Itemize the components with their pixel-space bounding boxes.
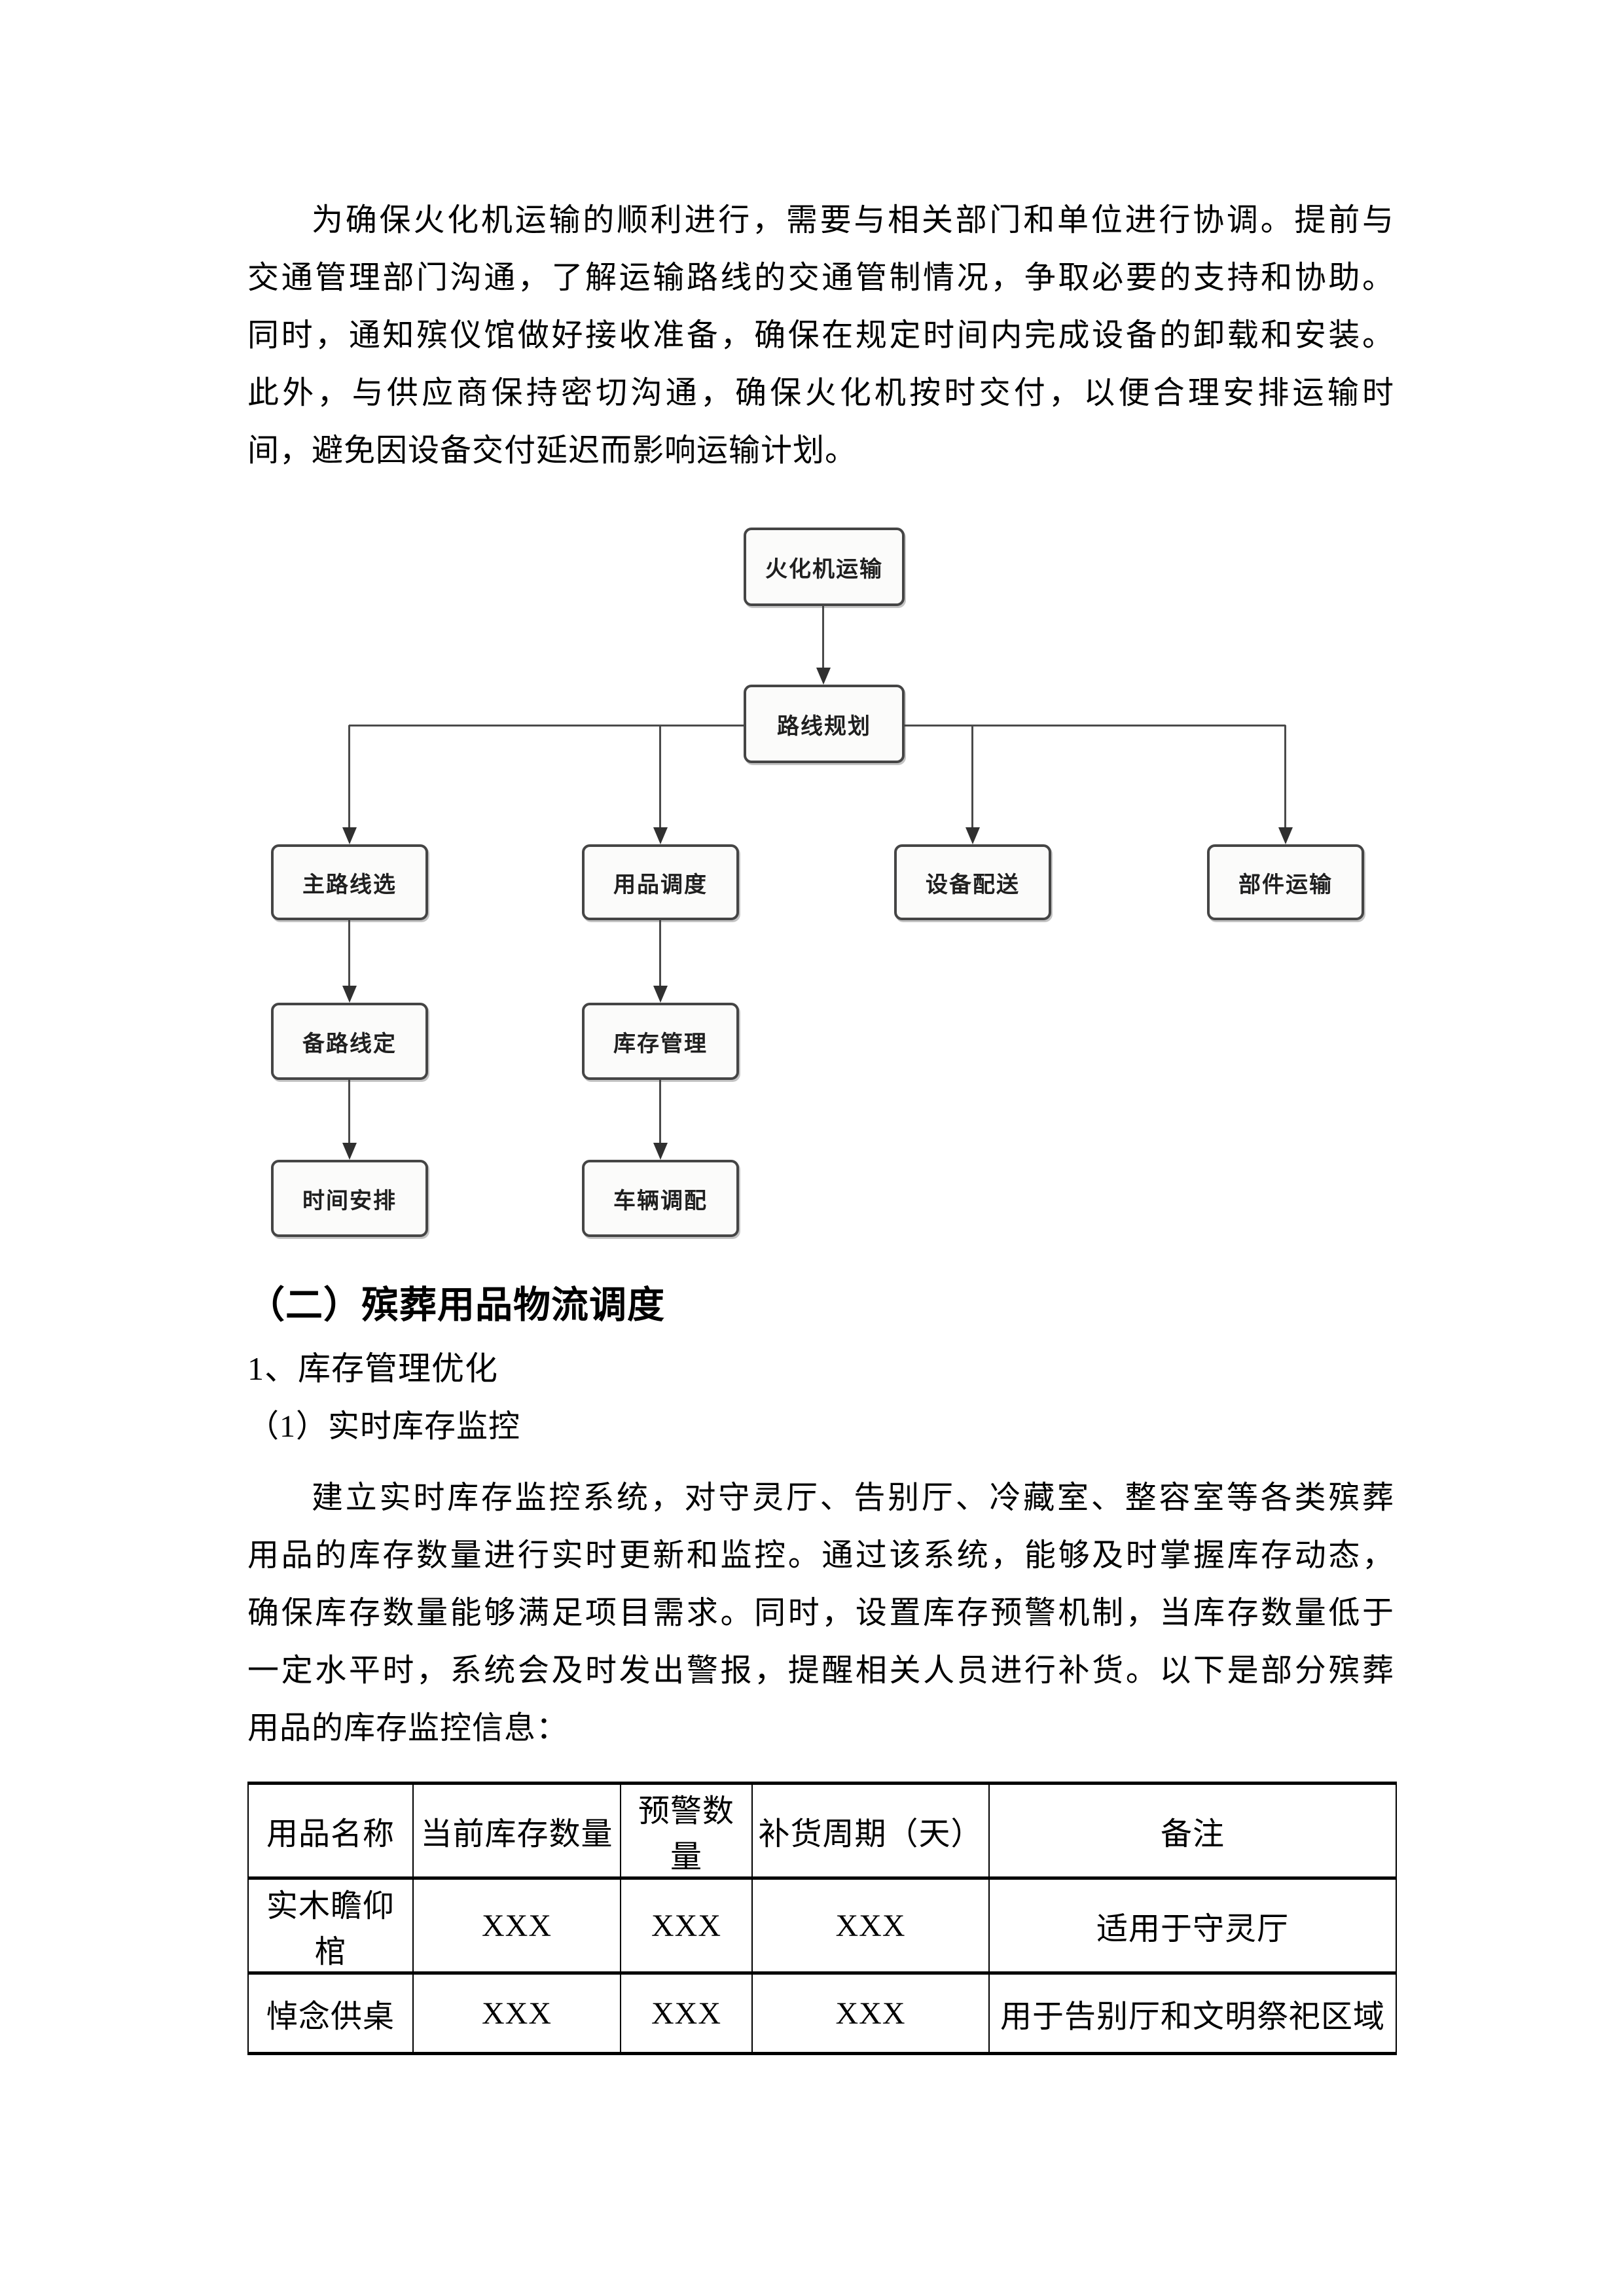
connector-line — [822, 606, 824, 669]
flowchart-node-vehicle-allocation: 车辆调配 — [582, 1160, 739, 1237]
cell-alert-quantity: XXX — [620, 1876, 753, 1975]
arrow-down-icon — [1278, 827, 1293, 844]
paragraph-line: 此外，与供应商保持密切沟通，确保火化机按时交付，以便合理安排运输时 — [247, 376, 1394, 410]
flowchart-node-route-planning: 路线规划 — [744, 685, 905, 763]
arrow-down-icon — [342, 986, 357, 1003]
flowchart-node-supplies-dispatch: 用品调度 — [582, 844, 739, 920]
paragraph-line: 确保库存数量能够满足项目需求。同时，设置库存预警机制，当库存数量低于 — [247, 1596, 1394, 1630]
paragraph-line: 建立实时库存监控系统，对守灵厅、告别厅、冷藏室、整容室等各类殡葬 — [312, 1480, 1394, 1515]
table-header-alert-quantity: 预警数量 — [620, 1782, 753, 1880]
flowchart-node-label: 车辆调配 — [613, 1188, 708, 1213]
arrow-down-icon — [653, 986, 668, 1003]
connector-line — [971, 725, 973, 827]
flowchart-node-label: 时间安排 — [302, 1188, 397, 1213]
connector-line — [659, 725, 661, 827]
flowchart-node-label: 路线规划 — [777, 713, 871, 739]
flowchart-node-label: 库存管理 — [613, 1031, 708, 1056]
cell-remarks: 适用于守灵厅 — [988, 1876, 1397, 1975]
flowchart-node-inventory-management: 库存管理 — [582, 1003, 739, 1080]
flowchart-node-label: 火化机运输 — [765, 556, 883, 582]
table-header-current-stock: 当前库存数量 — [412, 1782, 621, 1880]
paragraph-line: 为确保火化机运输的顺利进行，需要与相关部门和单位进行协调。提前与 — [312, 203, 1394, 238]
cell-current-stock: XXX — [412, 1971, 621, 2055]
connector-line — [659, 920, 661, 987]
table-row: 实木瞻仰棺 XXX XXX XXX 适用于守灵厅 — [247, 1876, 1397, 1975]
flowchart-node-time-arrangement: 时间安排 — [271, 1160, 428, 1237]
arrow-down-icon — [653, 827, 668, 844]
table-row: 悼念供桌 XXX XXX XXX 用于告别厅和文明祭祀区域 — [247, 1971, 1397, 2055]
flowchart-node-equipment-delivery: 设备配送 — [894, 844, 1051, 920]
table-header-remarks: 备注 — [988, 1782, 1397, 1880]
paragraph-transport-coordination: 为确保火化机运输的顺利进行，需要与相关部门和单位进行协调。提前与 交通管理部门沟… — [247, 192, 1394, 480]
paragraph-line: 用品的库存监控信息： — [247, 1711, 569, 1746]
paragraph-line: 交通管理部门沟通，了解运输路线的交通管制情况，争取必要的支持和协助。 — [247, 260, 1394, 295]
arrow-down-icon — [816, 668, 831, 685]
connector-line — [348, 920, 350, 987]
flowchart-node-label: 用品调度 — [613, 872, 708, 897]
flowchart-node-backup-route-determination: 备路线定 — [271, 1003, 428, 1080]
flowchart-node-label: 主路线选 — [302, 872, 397, 897]
table-header-item-name: 用品名称 — [247, 1782, 414, 1880]
paragraph-line: 同时，通知殡仪馆做好接收准备，确保在规定时间内完成设备的卸载和安装。 — [247, 318, 1394, 353]
cell-restock-cycle: XXX — [751, 1876, 990, 1975]
paragraph-line: 用品的库存数量进行实时更新和监控。通过该系统，能够及时掌握库存动态， — [247, 1538, 1394, 1573]
table-header-row: 用品名称 当前库存数量 预警数量 补货周期（天） 备注 — [247, 1782, 1397, 1880]
flowchart-node-label: 部件运输 — [1238, 872, 1333, 897]
connector-line — [1284, 725, 1286, 827]
paragraph-line: 一定水平时，系统会及时发出警报，提醒相关人员进行补货。以下是部分殡葬 — [247, 1653, 1394, 1688]
sub-heading-item: （1）实时库存监控 — [247, 1409, 521, 1444]
section-heading: （二）殡葬用品物流调度 — [247, 1285, 665, 1326]
cell-remarks: 用于告别厅和文明祭祀区域 — [988, 1971, 1397, 2055]
cell-alert-quantity: XXX — [620, 1971, 753, 2055]
arrow-down-icon — [653, 1143, 668, 1160]
connector-line — [348, 1080, 350, 1144]
cell-current-stock: XXX — [412, 1876, 621, 1975]
arrow-down-icon — [342, 827, 357, 844]
flowchart-node-cremator-transport: 火化机运输 — [744, 528, 905, 606]
cell-item-name: 悼念供桌 — [247, 1971, 414, 2055]
connector-line — [348, 725, 350, 827]
cell-item-name: 实木瞻仰棺 — [247, 1876, 414, 1975]
flowchart-node-label: 设备配送 — [926, 872, 1020, 897]
arrow-down-icon — [965, 827, 980, 844]
sub-heading-numbered: 1、库存管理优化 — [247, 1350, 498, 1387]
inventory-table: 用品名称 当前库存数量 预警数量 补货周期（天） 备注 实木瞻仰棺 XXX XX… — [247, 1782, 1397, 2055]
flowchart-node-parts-transport: 部件运输 — [1207, 844, 1364, 920]
table-header-restock-cycle: 补货周期（天） — [751, 1782, 990, 1880]
flowchart-node-main-route-selection: 主路线选 — [271, 844, 428, 920]
flowchart-node-label: 备路线定 — [302, 1031, 397, 1056]
paragraph-inventory-monitoring: 建立实时库存监控系统，对守灵厅、告别厅、冷藏室、整容室等各类殡葬 用品的库存数量… — [247, 1469, 1394, 1757]
paragraph-line: 间，避免因设备交付延迟而影响运输计划。 — [247, 433, 857, 468]
cell-restock-cycle: XXX — [751, 1971, 990, 2055]
connector-line — [659, 1080, 661, 1144]
arrow-down-icon — [342, 1143, 357, 1160]
